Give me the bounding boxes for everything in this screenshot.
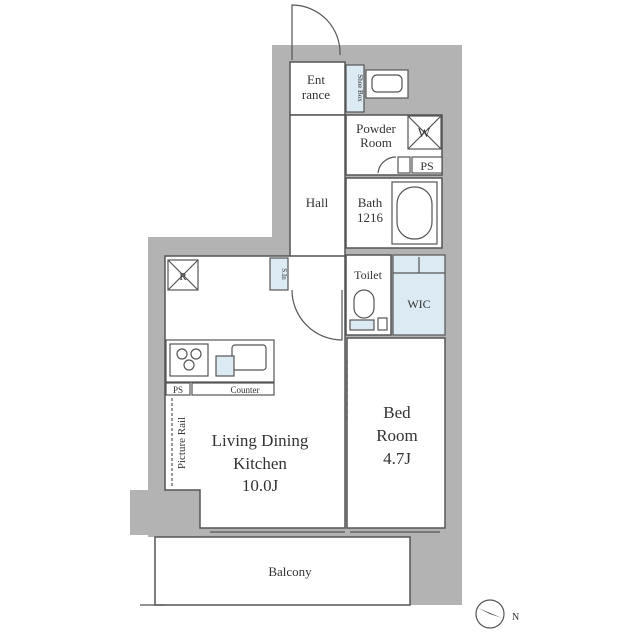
compass-north-label: N (512, 612, 519, 623)
entrance-label: Ent (307, 72, 325, 87)
balcony-label: Balcony (268, 564, 312, 579)
bedroom: Bed Room 4.7J (346, 337, 446, 529)
counter-label: Counter (231, 385, 260, 395)
toilet: Toilet (345, 254, 392, 336)
ldk-size-label: 10.0J (242, 476, 279, 495)
powder-room: Powder Room W PS (345, 114, 443, 176)
toilet-label: Toilet (354, 268, 382, 282)
hall-label: Hall (306, 195, 329, 210)
refrigerator-label: R (179, 271, 187, 283)
washer-label: W (418, 125, 431, 140)
picture-rail-label: Picture Rail (176, 417, 188, 469)
shoe-in-label: S.In (280, 268, 288, 280)
entrance-door (291, 4, 341, 60)
bath-size-label: 1216 (357, 210, 384, 225)
shoe-box-label: Shoe Box (356, 74, 364, 102)
washbasin (365, 69, 409, 99)
living-dining-kitchen: R S.In PS Counter Picture Rail Living Di… (164, 255, 346, 529)
shoe-box: Shoe Box (345, 64, 365, 113)
entrance: Ent rance (289, 61, 346, 116)
wic-label: WIC (407, 297, 430, 311)
entrance-label-2: rance (302, 87, 330, 102)
ps-label: PS (420, 159, 433, 173)
ldk-label-2: Kitchen (233, 454, 287, 473)
ps-kitchen-label: PS (173, 385, 183, 395)
walk-in-closet: WIC (392, 254, 446, 336)
bedroom-label: Bed (383, 403, 411, 422)
bedroom-label-2: Room (376, 426, 418, 445)
bath-label: Bath (358, 195, 383, 210)
balcony: Balcony (140, 531, 440, 606)
north-compass: N (475, 599, 519, 629)
ldk-label: Living Dining (212, 431, 309, 450)
bedroom-size-label: 4.7J (383, 449, 411, 468)
powder-room-label: Powder (356, 121, 396, 136)
powder-room-label-2: Room (360, 135, 392, 150)
bath: Bath 1216 (345, 177, 443, 249)
